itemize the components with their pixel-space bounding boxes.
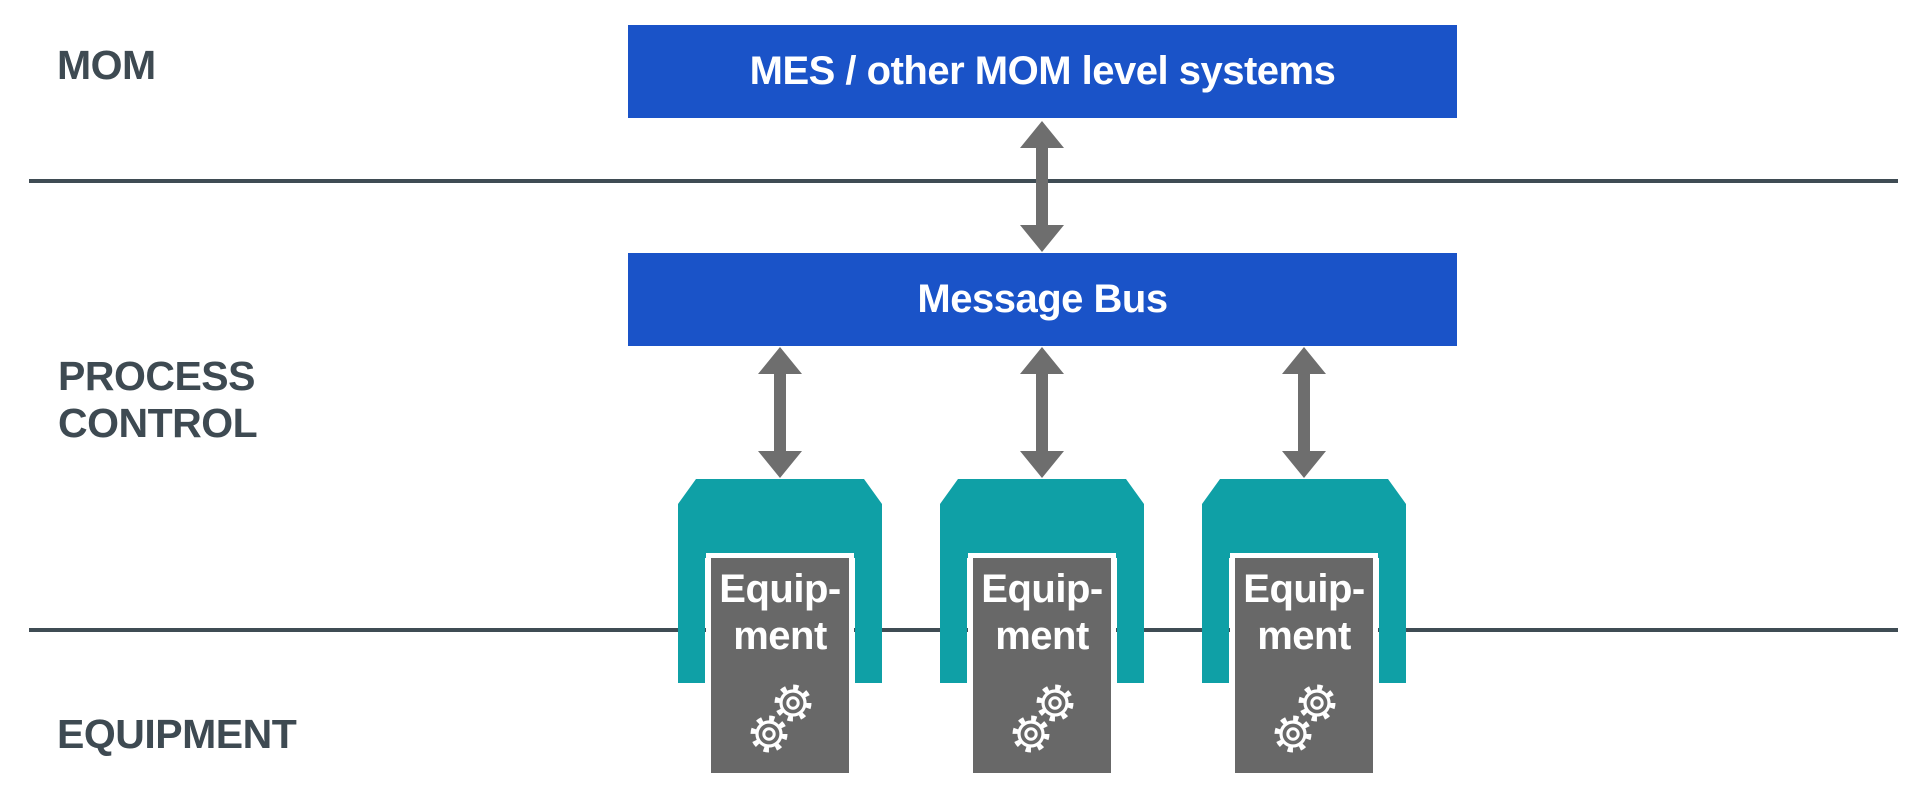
double-arrow-icon-bus-equipment-2 xyxy=(1020,347,1064,478)
gears-icon xyxy=(1274,684,1336,753)
double-arrow-icon-bus-equipment-3 xyxy=(1282,347,1326,478)
equipment-node-1: Equip- ment xyxy=(706,553,854,773)
double-arrow-icon-mes-bus xyxy=(1020,121,1064,252)
message-bus-node: Message Bus xyxy=(628,253,1457,346)
message-bus-label: Message Bus xyxy=(917,277,1168,321)
equipment-node-2: Equip- ment xyxy=(968,553,1116,773)
layer-label-process-control: PROCESS CONTROL xyxy=(58,353,258,447)
separator-line-mom-process xyxy=(29,179,1898,183)
mes-node-label: MES / other MOM level systems xyxy=(749,49,1336,93)
layer-label-process-line1: PROCESS xyxy=(58,353,256,399)
equipment-label-line1: Equip- xyxy=(981,567,1103,611)
equipment-label-line1: Equip- xyxy=(1243,567,1365,611)
mes-node: MES / other MOM level systems xyxy=(628,25,1457,118)
equipment-label-line2: ment xyxy=(1257,614,1351,658)
layer-label-process-line2: CONTROL xyxy=(58,400,258,446)
gears-icon xyxy=(1012,684,1074,753)
layer-label-equipment: EQUIPMENT xyxy=(57,711,297,757)
equipment-label-line2: ment xyxy=(995,614,1089,658)
equipment-label-line1: Equip- xyxy=(719,567,841,611)
gears-icon xyxy=(750,684,812,753)
layer-label-mom: MOM xyxy=(57,42,156,88)
equipment-node-3: Equip- ment xyxy=(1230,553,1378,773)
double-arrow-icon-bus-equipment-1 xyxy=(758,347,802,478)
equipment-label-line2: ment xyxy=(733,614,827,658)
